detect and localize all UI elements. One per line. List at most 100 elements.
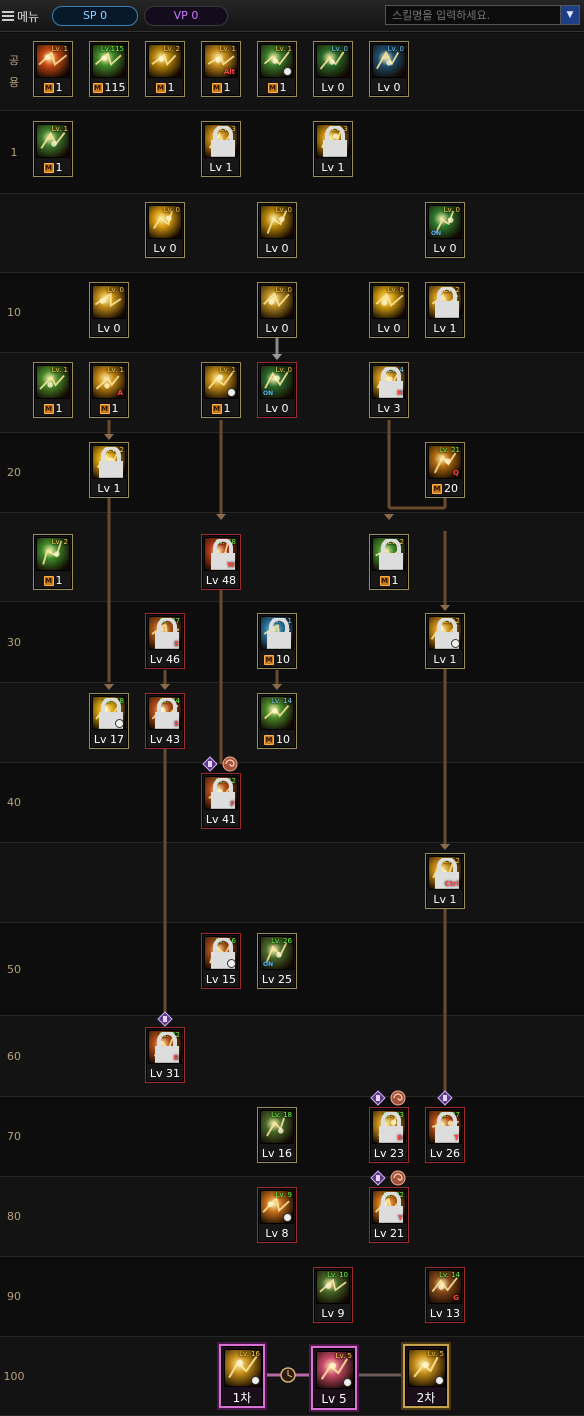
skill-level-value: Lv 0 xyxy=(377,322,401,335)
skill-level-value: Lv 48 xyxy=(205,574,237,587)
skill-level-value: Lv 8 xyxy=(265,1227,289,1240)
skill-level-value: Lv 1 xyxy=(321,161,345,174)
skill-slot[interactable]: Lv. 9 Lv 8 xyxy=(257,1187,297,1243)
menu-label: 메뉴 xyxy=(17,9,40,24)
skill-level-tag: Lv. 0 xyxy=(331,45,348,53)
skill-level-readout: Lv 0 xyxy=(258,400,296,417)
hotkey-label: F xyxy=(230,800,235,808)
vp-value: 0 xyxy=(191,9,199,22)
master-icon: M xyxy=(43,403,54,414)
skill-level-tag: Lv. 1 xyxy=(275,45,292,53)
skill-level-value: 115 xyxy=(104,81,126,94)
master-icon: M xyxy=(211,82,222,93)
skill-art-icon xyxy=(317,1271,349,1303)
skill-search-input[interactable] xyxy=(385,5,580,25)
skill-level-tag: Lv. 1 xyxy=(219,45,236,53)
lock-icon xyxy=(435,858,459,889)
skill-level-value: Lv 17 xyxy=(93,733,125,746)
skill-art-icon xyxy=(261,697,293,729)
skill-art-icon xyxy=(261,206,293,238)
hotkey-label: R xyxy=(173,1054,179,1062)
search-dropdown-button[interactable]: ▼ xyxy=(560,6,579,24)
menu-button[interactable]: 메뉴 xyxy=(2,5,39,27)
skill-level-value: Lv 1 xyxy=(97,482,121,495)
skill-level-readout: 2차 xyxy=(405,1388,447,1406)
master-icon: M xyxy=(267,82,278,93)
skill-level-tag: Lv. 9 xyxy=(275,1191,292,1199)
row-level-label: 80 xyxy=(7,1210,21,1223)
skill-level-readout: Lv 0 xyxy=(146,240,184,257)
skill-level-value: 10 xyxy=(276,733,290,746)
skill-level-readout: Lv 46 xyxy=(146,651,184,668)
skill-level-value: 2차 xyxy=(416,1390,436,1405)
sp-label: SP xyxy=(82,9,97,22)
skill-level-value: Lv 1 xyxy=(433,653,457,666)
skill-level-value: Lv 26 xyxy=(429,1147,461,1160)
skill-level-readout: Lv 25 xyxy=(258,971,296,988)
hotkey-label: H xyxy=(397,389,403,397)
skill-level-value: 1 xyxy=(55,161,63,174)
lock-icon xyxy=(155,618,179,649)
skill-level-value: 1 xyxy=(223,81,231,94)
clock-icon xyxy=(227,959,236,968)
skill-level-readout: 1차 xyxy=(221,1388,263,1406)
lock-icon xyxy=(379,539,403,570)
skill-level-value: Lv 0 xyxy=(97,322,121,335)
skill-art-icon xyxy=(37,366,69,398)
row-level-label xyxy=(0,683,28,762)
